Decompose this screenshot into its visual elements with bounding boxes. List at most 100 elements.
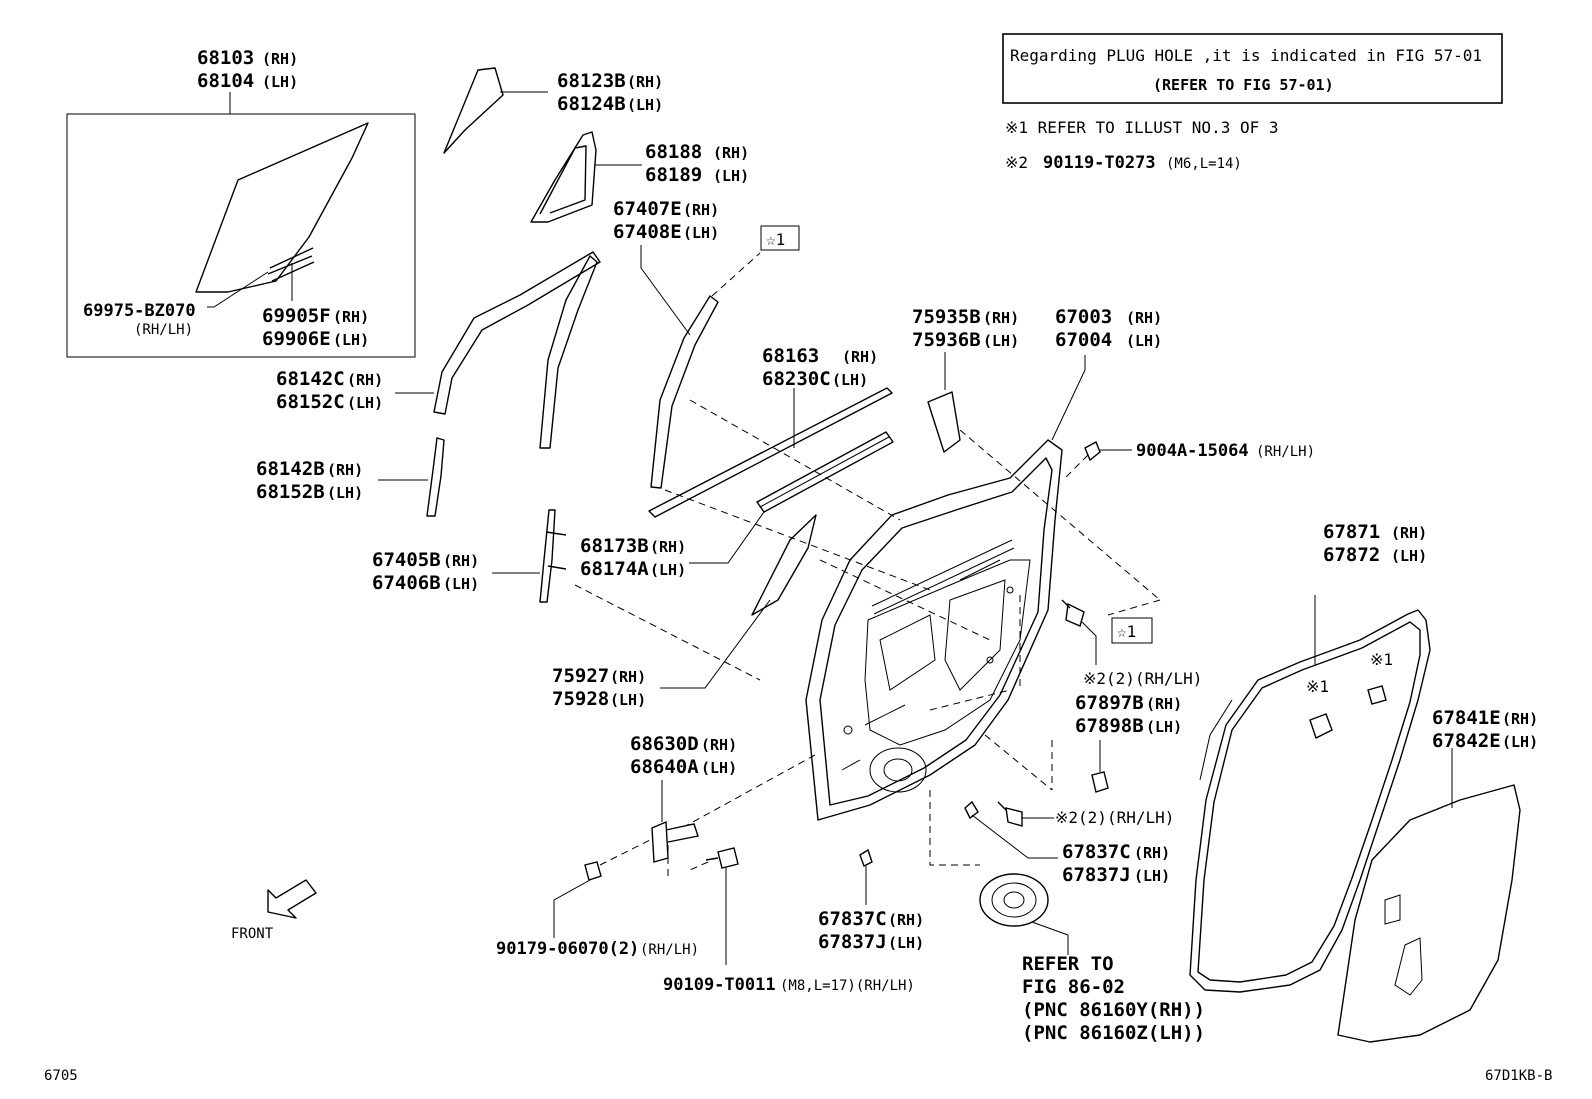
note-refer-illust: ※1 REFER TO ILLUST NO.3 OF 3 [1005, 118, 1279, 137]
label-67837J-bottom: 67837J [818, 931, 887, 953]
speaker [979, 873, 1049, 927]
label-68188: 68188 [645, 141, 702, 163]
label-67407E: 67407E [613, 198, 682, 220]
label-68640A: 68640A [630, 756, 699, 778]
svg-text:(LH): (LH) [683, 224, 719, 242]
label-refer-to: REFER TO [1022, 953, 1114, 975]
svg-text:(LH): (LH) [1126, 332, 1162, 350]
label-67871: 67871 [1323, 521, 1380, 543]
label-67408E: 67408E [613, 221, 682, 243]
label-67406B: 67406B [372, 572, 441, 594]
svg-text:(LH): (LH) [627, 96, 663, 114]
door-glass [195, 122, 369, 293]
svg-text:(LH): (LH) [1391, 547, 1427, 565]
label-ref1-right: ※1 [1370, 650, 1393, 669]
svg-text:(RH): (RH) [610, 668, 646, 686]
svg-text:(RH): (RH) [347, 371, 383, 389]
label-68152B: 68152B [256, 481, 325, 503]
glass-run-lower-strip [426, 437, 445, 517]
svg-text:(LH): (LH) [888, 934, 924, 952]
label-68103: 68103 [197, 47, 254, 69]
label-68173B: 68173B [580, 535, 649, 557]
svg-text:(RH): (RH) [983, 309, 1019, 327]
page-code-right: 67D1KB-B [1485, 1068, 1552, 1084]
hole-plug [1091, 771, 1109, 793]
svg-text:(RH): (RH) [1126, 309, 1162, 327]
rear-lower-channel [539, 509, 556, 603]
svg-text:(RH): (RH) [650, 538, 686, 556]
door-check [651, 820, 699, 863]
door-glass-group: 68103 (RH) 68104 (LH) 69975-BZ070 (RH/LH… [66, 47, 416, 358]
label-9004A: 9004A-15064 [1136, 441, 1249, 461]
note-mark-2: ※2 [1005, 153, 1028, 172]
belt-weatherstrip-inner [756, 431, 894, 513]
svg-text:(RH): (RH) [842, 348, 878, 366]
svg-text:(RH): (RH) [1391, 524, 1427, 542]
svg-text:(LH): (LH) [610, 691, 646, 709]
label-69975: 69975-BZ070 [83, 301, 196, 321]
label-68174A: 68174A [580, 558, 649, 580]
label-68189: 68189 [645, 164, 702, 186]
svg-text:(RH): (RH) [888, 911, 924, 929]
clip-67837C-right [964, 800, 979, 820]
svg-text:(RH): (RH) [443, 552, 479, 570]
label-ref1-left: ※1 [1306, 677, 1329, 696]
svg-text:(RH): (RH) [1134, 844, 1170, 862]
label-69905F: 69905F [262, 305, 331, 327]
label-67872: 67872 [1323, 544, 1380, 566]
svg-text:(LH): (LH) [713, 167, 749, 185]
note-line-1: Regarding PLUG HOLE ,it is indicated in … [1010, 46, 1482, 65]
svg-text:(LH): (LH) [1134, 867, 1170, 885]
label-90179-suffix: (RH/LH) [640, 942, 699, 958]
bolt-upper [1061, 599, 1085, 627]
note-bolt-part-number: 90119-T0273 [1043, 153, 1156, 173]
weatherstrip-clip-right [1367, 685, 1387, 705]
label-ref2-upper: ※2(2)(RH/LH) [1083, 669, 1202, 688]
label-69975-suffix: (RH/LH) [134, 322, 193, 338]
svg-text:(RH): (RH) [713, 144, 749, 162]
label-pnc-lh: (PNC 86160Z(LH)) [1022, 1022, 1205, 1044]
belt-moulding-outer [648, 387, 893, 518]
glass-run-rear [539, 255, 598, 449]
label-75927: 75927 [552, 665, 609, 687]
pillar-garnish [751, 514, 817, 616]
label-68123B: 68123B [557, 70, 626, 92]
front-arrow-icon [267, 879, 317, 919]
label-68152C: 68152C [276, 391, 345, 413]
glass-channel-strip [267, 247, 315, 282]
nut-90179 [584, 861, 602, 881]
svg-text:(RH): (RH) [627, 73, 663, 91]
note-bolt-spec: (M6,L=14) [1166, 156, 1242, 172]
label-67003: 67003 [1055, 306, 1112, 328]
label-67405B: 67405B [372, 549, 441, 571]
label-ref2-lower: ※2(2)(RH/LH) [1055, 808, 1174, 827]
svg-text:(LH): (LH) [650, 561, 686, 579]
svg-text:(LH): (LH) [983, 332, 1019, 350]
quarter-weatherstrip [530, 131, 597, 223]
label-68104: 68104 [197, 70, 254, 92]
label-67898B: 67898B [1075, 715, 1144, 737]
page-code-left: 6705 [44, 1068, 78, 1084]
rear-division-bar [650, 295, 719, 489]
weatherstrip-clip-left [1309, 713, 1333, 739]
label-68163: 68163 [762, 345, 819, 367]
svg-text:☆1: ☆1 [766, 230, 785, 249]
label-69906E: 69906E [262, 328, 331, 350]
svg-text:(RH): (RH) [683, 201, 719, 219]
label-9004A-suffix: (RH/LH) [1256, 444, 1315, 460]
label-90109: 90109-T0011 [663, 975, 776, 995]
glass-run-outer [433, 251, 601, 415]
bolt-lower [997, 801, 1023, 827]
quarter-glass [443, 67, 504, 154]
label-67842E: 67842E [1432, 730, 1501, 752]
stripe-tape [927, 391, 961, 453]
label-67897B: 67897B [1075, 692, 1144, 714]
label-67841E: 67841E [1432, 707, 1501, 729]
label-90109-suffix: (M8,L=17)(RH/LH) [780, 978, 915, 994]
svg-text:(RH): (RH) [327, 461, 363, 479]
note-line-2: (REFER TO FIG 57-01) [1153, 76, 1334, 94]
door-weatherstrip [1189, 609, 1431, 993]
clip-9004A [1084, 441, 1101, 462]
svg-text:☆1: ☆1 [1117, 622, 1136, 641]
